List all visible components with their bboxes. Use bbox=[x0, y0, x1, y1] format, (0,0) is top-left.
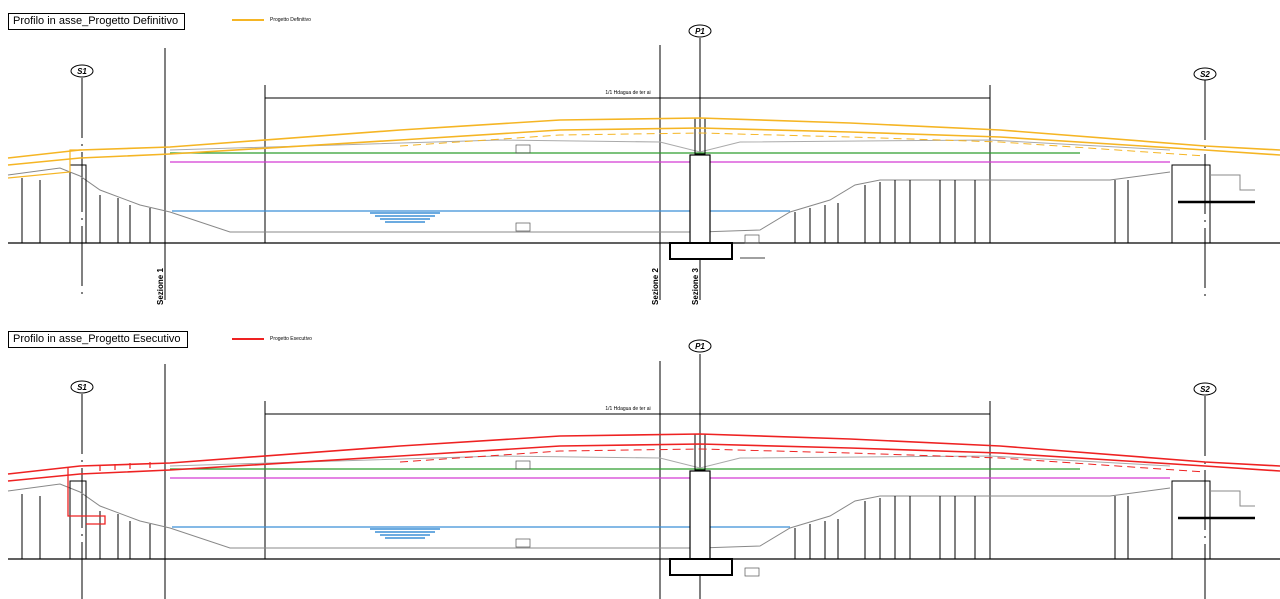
level-marker bbox=[515, 144, 531, 154]
legend-swatch bbox=[232, 19, 264, 21]
profile-panel-esecutivo bbox=[7, 354, 1280, 599]
retaining-posts-left bbox=[21, 494, 151, 559]
support-label-text: S1 bbox=[77, 383, 87, 392]
level-marker bbox=[744, 567, 760, 577]
deck-profile-bottom bbox=[7, 443, 1280, 482]
legend-swatch bbox=[232, 338, 264, 340]
support-label-s1: S1 bbox=[70, 64, 94, 78]
level-marker bbox=[744, 234, 760, 244]
support-label-p1: P1 bbox=[688, 24, 712, 38]
support-label-text: S2 bbox=[1200, 385, 1210, 394]
level-marker bbox=[515, 538, 531, 548]
span-label: 1/1 Hdagua de ter ai bbox=[605, 406, 650, 412]
support-label-bubble bbox=[688, 339, 712, 353]
support-label-text: S1 bbox=[77, 67, 87, 76]
support-label-bubble bbox=[1193, 67, 1217, 81]
legend-label: Progetto Definitivo bbox=[270, 17, 311, 23]
abutment-backfill bbox=[1210, 174, 1255, 191]
deck-left-end bbox=[7, 149, 82, 179]
support-label-text: P1 bbox=[695, 27, 705, 36]
deck-profile bbox=[7, 117, 1280, 159]
existing-profile-line bbox=[169, 139, 1171, 153]
span-label: 1/1 Hdagua de ter ai bbox=[605, 90, 650, 96]
support-label-s2: S2 bbox=[1193, 67, 1217, 81]
pier-foundation bbox=[669, 558, 733, 576]
abutment-right bbox=[1171, 480, 1211, 560]
support-label-p1: P1 bbox=[688, 339, 712, 353]
abutment-left bbox=[69, 480, 87, 560]
pier-column bbox=[689, 470, 711, 560]
deck-profile-bottom bbox=[7, 127, 1280, 166]
support-label-bubble bbox=[70, 64, 94, 78]
retaining-posts-right bbox=[794, 496, 1129, 559]
legend: Progetto Esecutivo bbox=[232, 336, 312, 342]
deck-stiffeners bbox=[99, 462, 151, 471]
support-label-bubble bbox=[688, 24, 712, 38]
section-label-2: Sezione 2 bbox=[651, 268, 660, 305]
deck-profile-dashed bbox=[399, 448, 1206, 473]
panel-title: Profilo in asse_Progetto Esecutivo bbox=[8, 331, 188, 348]
existing-profile-line bbox=[169, 455, 1171, 469]
legend-label: Progetto Esecutivo bbox=[270, 336, 312, 342]
section-label-1: Sezione 1 bbox=[156, 268, 165, 305]
support-label-bubble bbox=[70, 380, 94, 394]
abutment-backfill bbox=[1210, 490, 1255, 507]
support-label-s1: S1 bbox=[70, 380, 94, 394]
support-label-bubble bbox=[1193, 382, 1217, 396]
deck-profile-dashed bbox=[399, 132, 1206, 157]
support-label-text: P1 bbox=[695, 342, 705, 351]
support-label-s2: S2 bbox=[1193, 382, 1217, 396]
section-label-3: Sezione 3 bbox=[691, 268, 700, 305]
profile-panel-definitivo bbox=[7, 38, 1280, 300]
panel-title: Profilo in asse_Progetto Definitivo bbox=[8, 13, 186, 30]
support-label-text: S2 bbox=[1200, 70, 1210, 79]
level-marker bbox=[515, 460, 531, 470]
pier-column bbox=[689, 154, 711, 244]
water-symbol bbox=[370, 212, 440, 223]
retaining-posts-right bbox=[794, 180, 1129, 243]
deck-profile bbox=[7, 433, 1280, 475]
retaining-posts-left bbox=[21, 178, 151, 243]
level-marker bbox=[515, 222, 531, 232]
terrain-line bbox=[7, 483, 1171, 549]
abutment-right bbox=[1171, 164, 1211, 244]
terrain-line bbox=[7, 167, 1171, 233]
abutment-left bbox=[69, 164, 87, 244]
abutment-left-red-outline bbox=[67, 468, 106, 525]
legend: Progetto Definitivo bbox=[232, 17, 311, 23]
pier-foundation bbox=[669, 242, 733, 260]
water-symbol bbox=[370, 528, 440, 539]
